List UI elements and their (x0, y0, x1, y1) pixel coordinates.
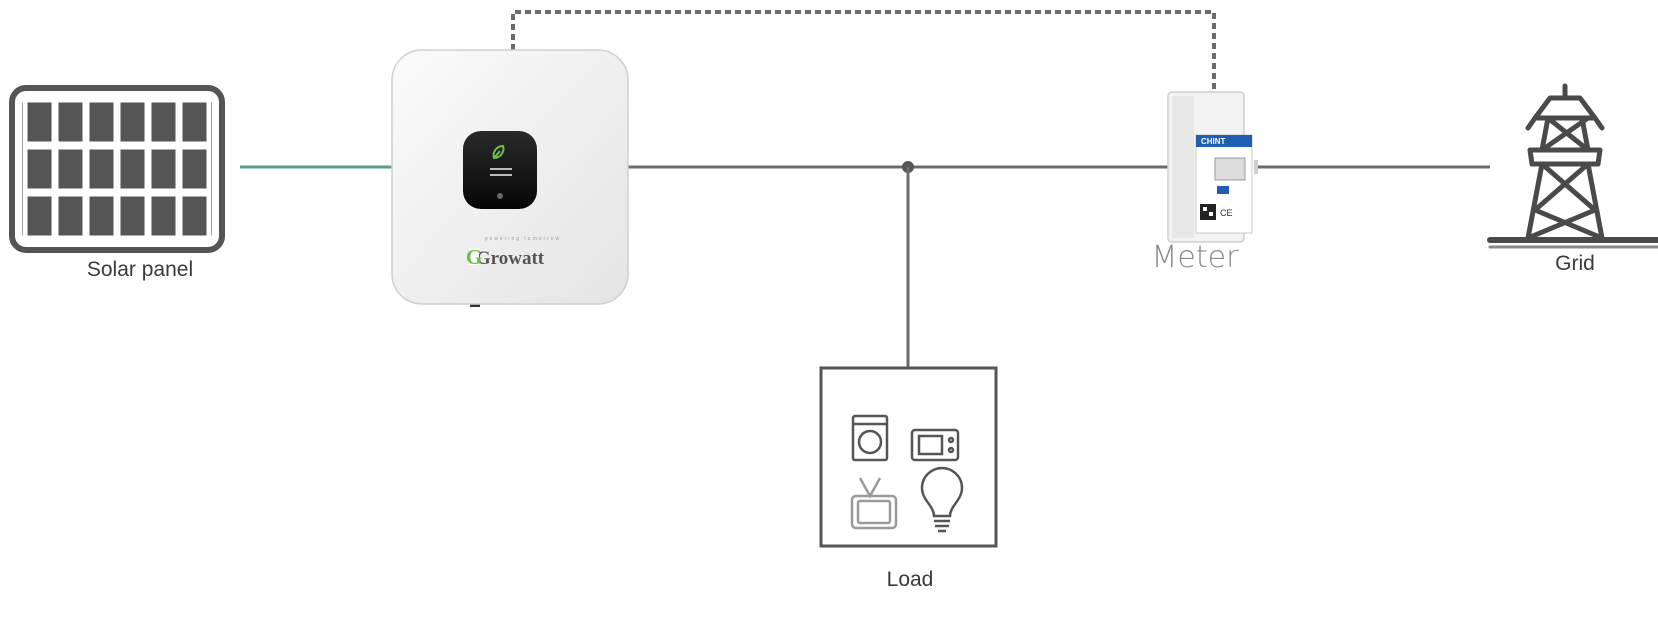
grid-tower-icon (1487, 83, 1658, 249)
meter-brand: CHINT (1201, 137, 1226, 146)
solar-panel-label: Solar panel (86, 258, 194, 281)
leaf-icon (492, 144, 505, 160)
grid-label: Grid (1555, 252, 1595, 275)
microwave-icon (910, 428, 960, 462)
inverter-brand-initial: G (466, 245, 482, 269)
washing-machine-icon (851, 414, 889, 462)
light-bulb-icon (920, 466, 964, 533)
solar-panel-icon (9, 85, 225, 253)
meter-device: CHINT CE (1167, 91, 1258, 243)
load-box (819, 366, 998, 548)
television-icon (850, 477, 898, 530)
svg-text:CE: CE (1220, 208, 1233, 218)
load-label: Load (886, 568, 934, 591)
inverter-brand: Growatt (476, 248, 545, 269)
inverter-device: powering tomorrow Growatt G (391, 49, 629, 307)
inverter-tagline: powering tomorrow (485, 236, 562, 242)
meter-label: Meter (1151, 240, 1239, 275)
inverter-brand-text: Growatt (476, 248, 545, 269)
